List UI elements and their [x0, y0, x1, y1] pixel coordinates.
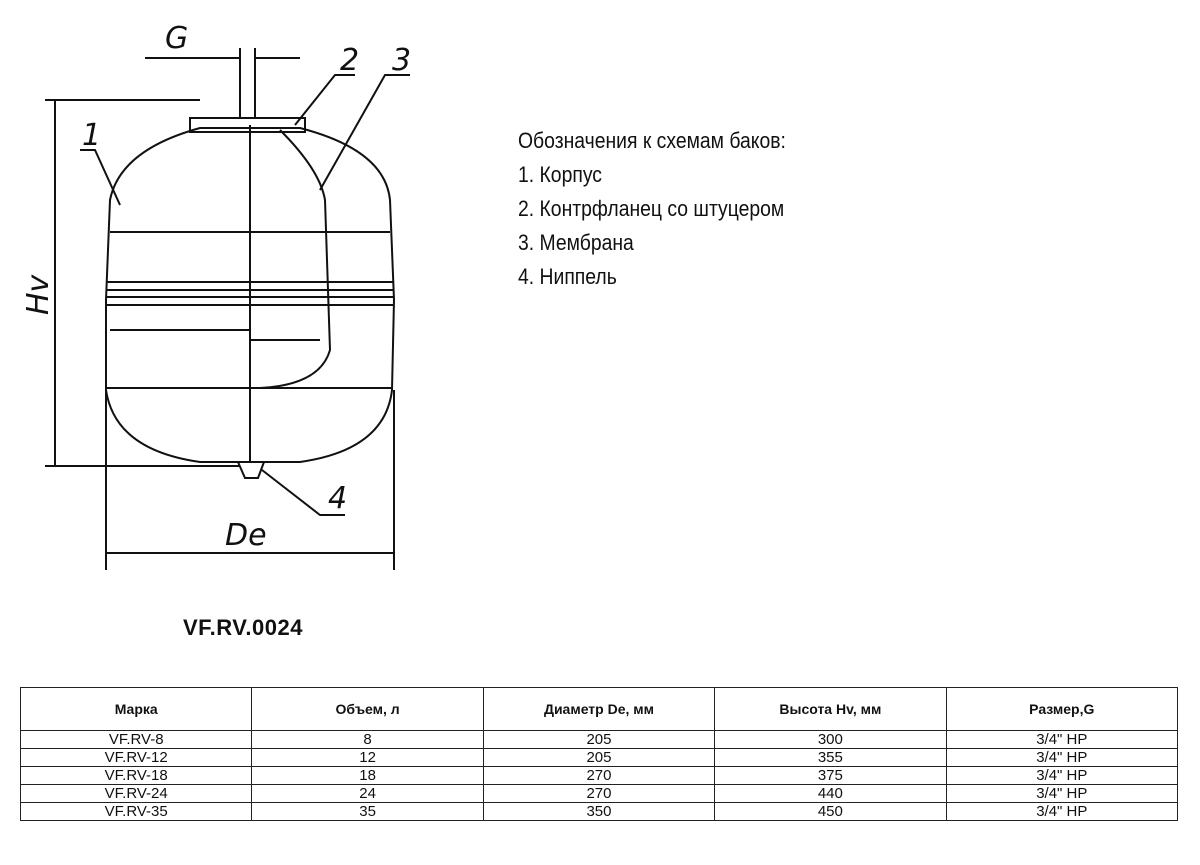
table-cell: 205	[482, 748, 716, 767]
tank-drawing: G De Hv 1 2 3 4	[21, 21, 411, 570]
dim-g-label: G	[165, 21, 188, 56]
specs-table: Марка Объем, л Диаметр De, мм Высота Hv,…	[19, 687, 1179, 821]
legend-item: 2. Контрфланец со штуцером	[518, 196, 785, 221]
table-header-row: Марка Объем, л Диаметр De, мм Высота Hv,…	[19, 687, 1179, 731]
nipple	[237, 461, 265, 479]
legend-item: 1. Корпус	[518, 162, 602, 187]
tank-body	[105, 127, 396, 463]
table-cell: 440	[714, 784, 947, 803]
table-cell: 12	[251, 748, 484, 767]
table-cell: 355	[714, 748, 947, 767]
table-cell: 375	[714, 766, 947, 785]
header-cell: Размер,G	[945, 687, 1179, 731]
callout-3: 3	[392, 43, 411, 78]
table-cell: VF.RV-18	[19, 766, 253, 785]
header-cell: Диаметр De, мм	[482, 687, 716, 731]
table-cell: 18	[251, 766, 484, 785]
table-cell: 24	[251, 784, 484, 803]
table-cell: VF.RV-24	[19, 784, 253, 803]
table-cell: 3/4" НР	[945, 784, 1179, 803]
table-cell: 300	[714, 730, 947, 749]
table-cell: VF.RV-12	[19, 748, 253, 767]
table-cell: 350	[482, 802, 716, 821]
header-cell: Высота Hv, мм	[714, 687, 947, 731]
legend-title: Обозначения к схемам баков:	[518, 128, 786, 153]
table-cell: 205	[482, 730, 716, 749]
table-cell: 3/4" НР	[945, 766, 1179, 785]
legend-item: 4. Ниппель	[518, 264, 617, 289]
model-code: VF.RV.0024	[183, 615, 303, 640]
legend: Обозначения к схемам баков: 1. Корпус 2.…	[518, 124, 786, 294]
table-cell: 8	[251, 730, 484, 749]
table-cell: 3/4" НР	[945, 802, 1179, 821]
table-cell: 3/4" НР	[945, 730, 1179, 749]
table-cell: VF.RV-8	[19, 730, 253, 749]
dim-hv-label: Hv	[21, 273, 56, 315]
membrane	[259, 129, 332, 389]
dim-de-label: De	[225, 518, 267, 553]
table-cell: VF.RV-35	[19, 802, 253, 821]
table-cell: 450	[714, 802, 947, 821]
legend-item: 3. Мембрана	[518, 230, 634, 255]
callout-2: 2	[340, 43, 359, 78]
header-cell: Марка	[19, 687, 253, 731]
table-cell: 270	[482, 784, 716, 803]
table-cell: 270	[482, 766, 716, 785]
table-cell: 35	[251, 802, 484, 821]
callout-4: 4	[328, 481, 347, 516]
table-cell: 3/4" НР	[945, 748, 1179, 767]
flange	[189, 117, 306, 133]
header-cell: Объем, л	[251, 687, 484, 731]
callout-1: 1	[82, 118, 101, 153]
